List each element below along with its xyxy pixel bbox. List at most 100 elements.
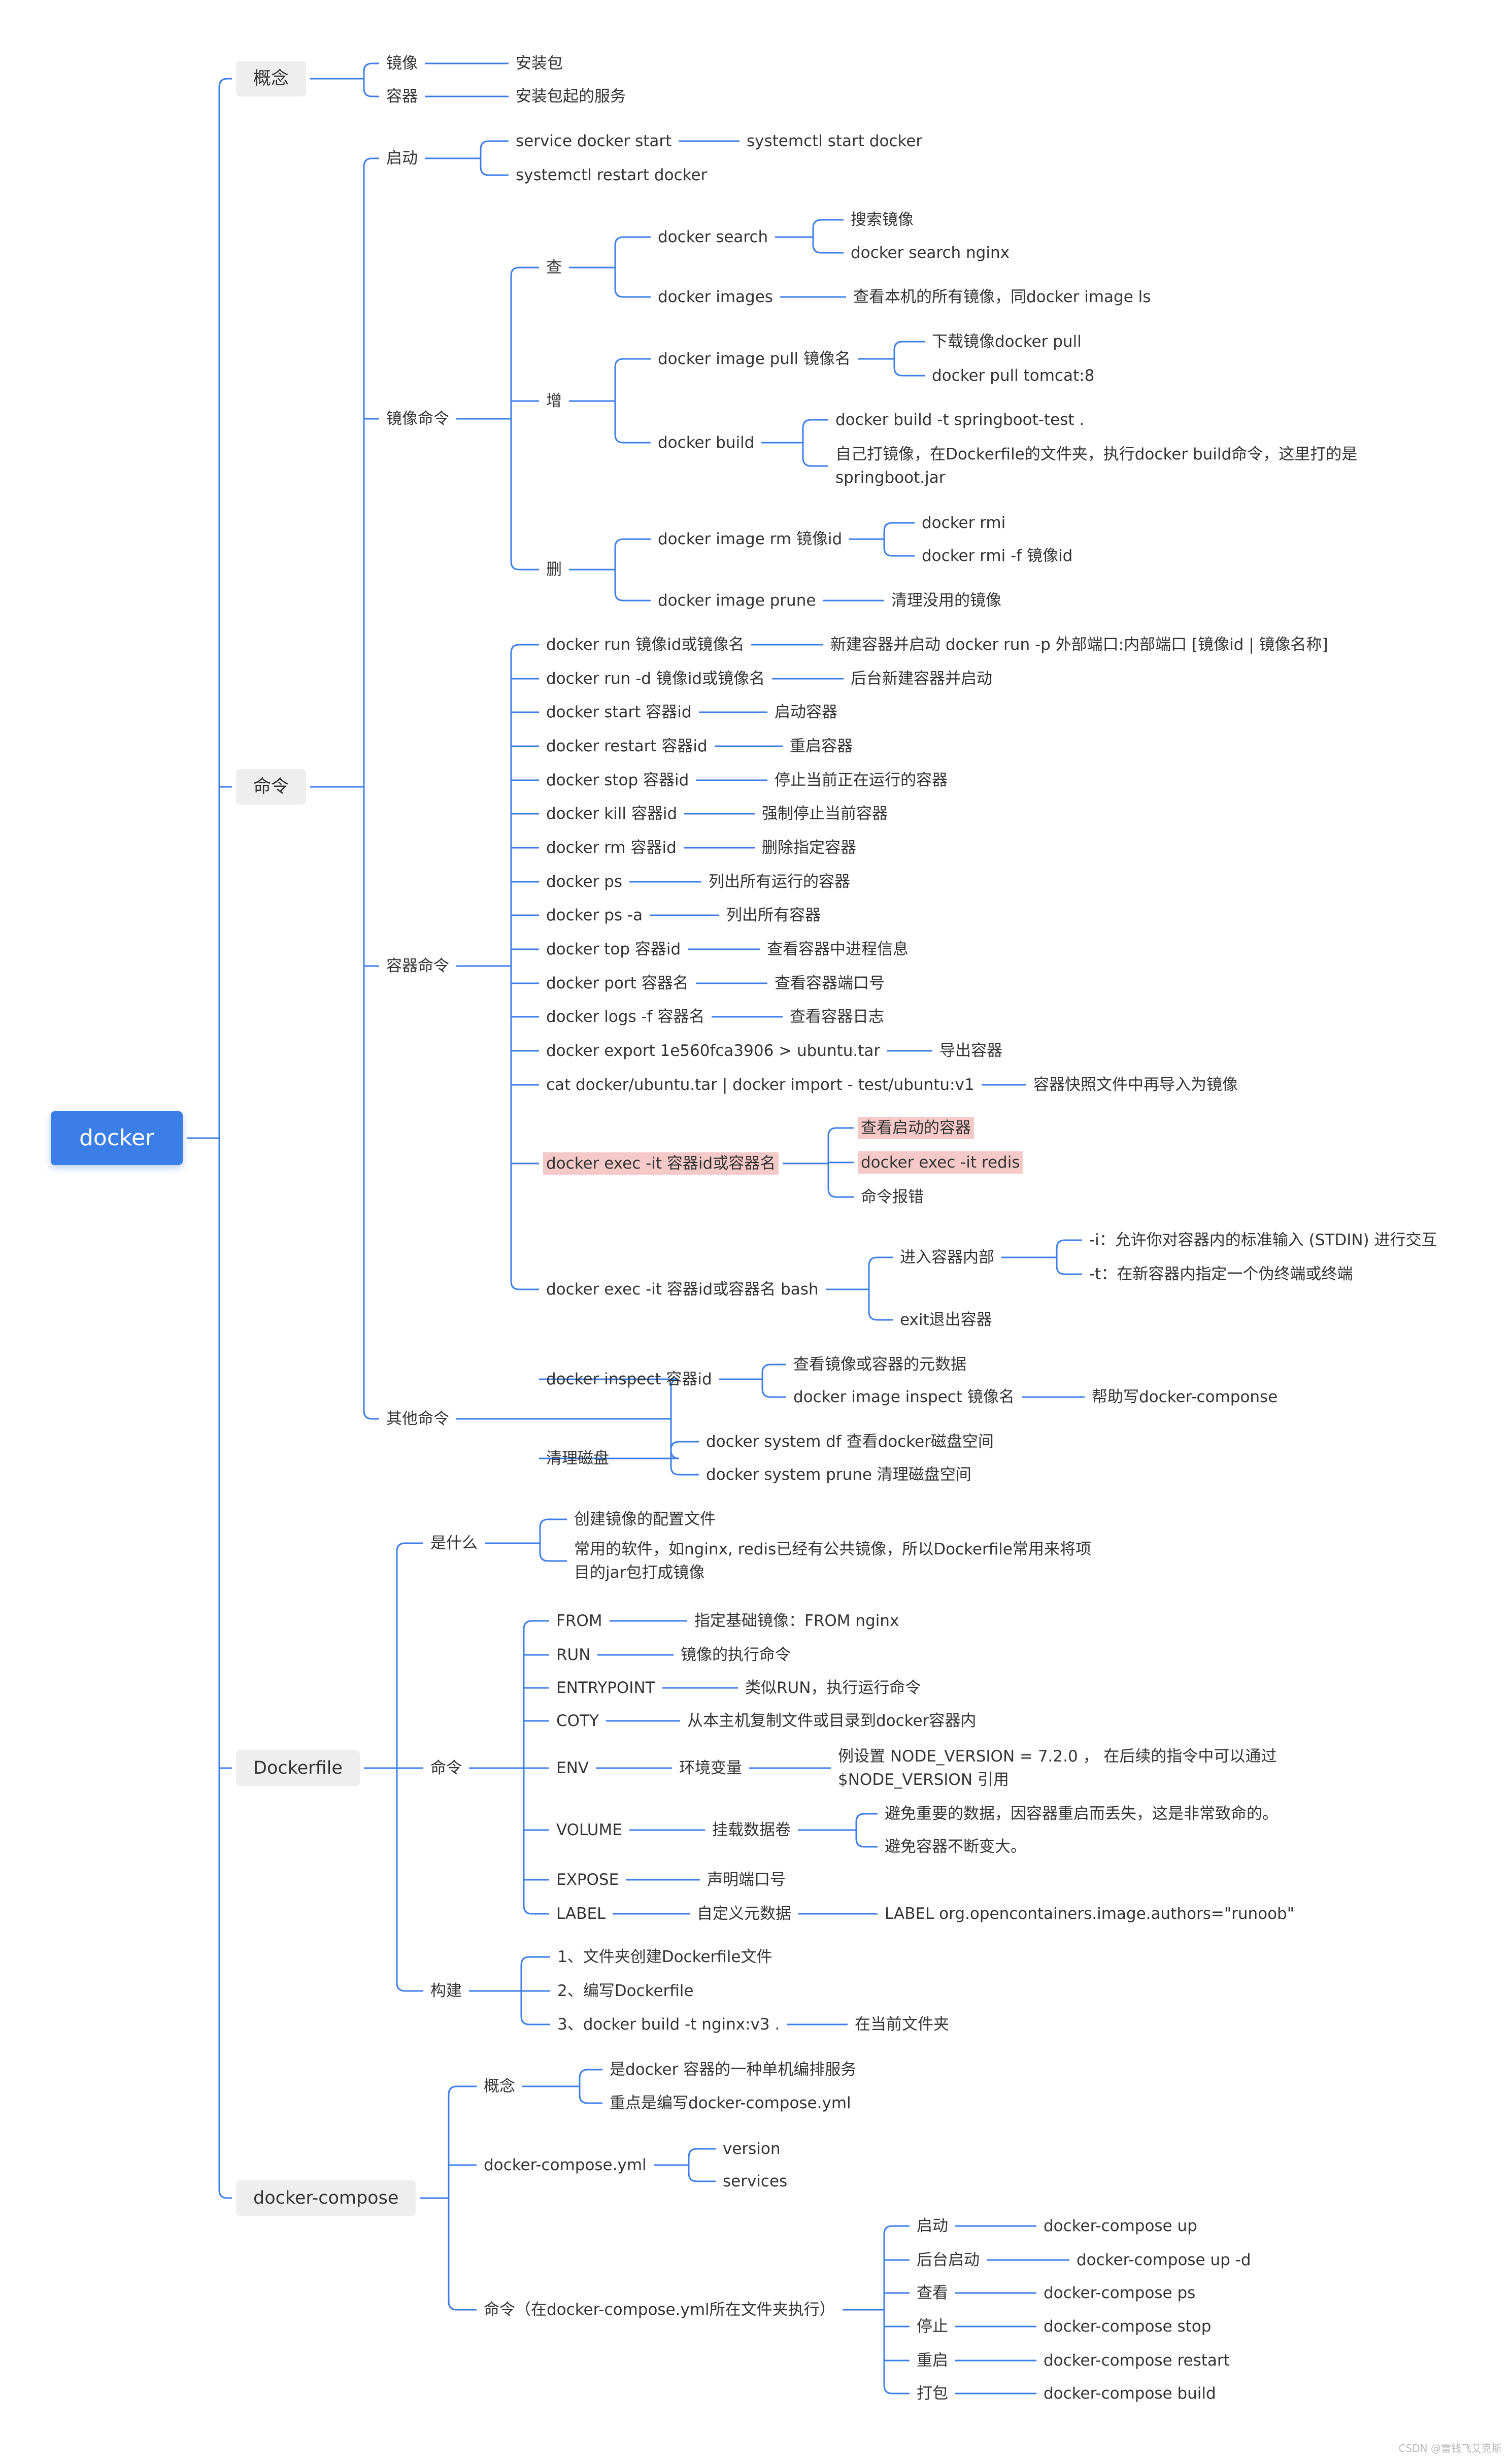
mind-map-node[interactable]: systemctl restart docker [516, 166, 708, 184]
mind-map-node[interactable]: 类似RUN，执行运行命令 [745, 1679, 921, 1697]
mind-map-node[interactable]: -t：在新容器内指定一个伪终端或终端 [1089, 1265, 1353, 1283]
mind-map-node[interactable]: docker stop 容器id [546, 771, 689, 789]
mind-map-node[interactable]: 下载镜像docker pull [932, 333, 1082, 351]
mind-map-node[interactable]: 增 [546, 392, 562, 410]
mind-map-node[interactable]: 重启容器 [790, 737, 853, 755]
mind-map-node[interactable]: 概念 [484, 2077, 515, 2096]
mind-map-node[interactable]: 3、docker build -t nginx:v3 . [557, 2015, 780, 2034]
mind-map-node[interactable]: docker exec -it redis [858, 1151, 1023, 1174]
mind-map-node[interactable]: 清理磁盘 [546, 1449, 609, 1468]
mind-map-node[interactable]: 后台新建容器并启动 [851, 670, 992, 688]
mind-map-node[interactable]: docker top 容器id [546, 940, 681, 958]
mind-map-node[interactable]: 强制停止当前容器 [762, 805, 888, 823]
topic-node[interactable]: 命令 [236, 769, 307, 805]
mind-map-node[interactable]: 挂载数据卷 [712, 1821, 791, 1839]
mind-map-node[interactable]: 导出容器 [939, 1042, 1002, 1060]
mind-map-node[interactable]: 后台启动 [917, 2251, 980, 2269]
mind-map-node[interactable]: 停止 [917, 2317, 948, 2336]
mind-map-node[interactable]: docker start 容器id [546, 703, 692, 721]
mind-map-node[interactable]: RUN [556, 1646, 591, 1664]
mind-map-node[interactable]: docker exec -it 容器id或容器名 [543, 1152, 779, 1175]
mind-map-node[interactable]: docker-compose build [1044, 2384, 1216, 2403]
mind-map-node[interactable]: 命令（在docker-compose.yml所在文件夹执行） [484, 2301, 835, 2319]
mind-map-node[interactable]: 声明端口号 [707, 1871, 786, 1889]
mind-map-node[interactable]: 容器命令 [386, 957, 449, 975]
mind-map-node[interactable]: 镜像命令 [386, 410, 449, 428]
mind-map-node[interactable]: 清理没用的镜像 [891, 591, 1001, 610]
mind-map-node[interactable]: docker-compose stop [1044, 2317, 1212, 2336]
mind-map-node[interactable]: docker-compose restart [1044, 2351, 1230, 2370]
mind-map-node[interactable]: 常用的软件，如nginx, redis已经有公共镜像，所以Dockerfile常… [574, 1540, 1091, 1582]
mind-map-node[interactable]: 是docker 容器的一种单机编排服务 [610, 2061, 857, 2079]
mind-map-node[interactable]: 是什么 [430, 1534, 478, 1552]
mind-map-node[interactable]: docker restart 容器id [546, 737, 708, 755]
mind-map-node[interactable]: ENTRYPOINT [556, 1679, 655, 1697]
mind-map-node[interactable]: 查看本机的所有镜像，同docker image ls [853, 288, 1151, 306]
mind-map-node[interactable]: docker-compose up -d [1077, 2251, 1251, 2269]
mind-map-node[interactable]: docker images [658, 288, 773, 306]
mind-map-node[interactable]: docker build [658, 434, 755, 452]
mind-map-node[interactable]: docker image prune [658, 591, 816, 610]
mind-map-node[interactable]: docker image pull 镜像名 [658, 350, 851, 368]
mind-map-node[interactable]: COTY [556, 1712, 599, 1730]
mind-map-node[interactable]: 1、文件夹创建Dockerfile文件 [557, 1948, 772, 1966]
mind-map-node[interactable]: docker ps -a [546, 906, 643, 924]
mind-map-node[interactable]: 打包 [917, 2384, 948, 2403]
mind-map-node[interactable]: 查看容器日志 [790, 1008, 884, 1026]
mind-map-node[interactable]: 环境变量 [679, 1759, 742, 1777]
mind-map-node[interactable]: 列出所有运行的容器 [709, 873, 850, 891]
mind-map-node[interactable]: 自定义元数据 [697, 1905, 791, 1923]
mind-map-node[interactable]: docker rmi [922, 514, 1006, 532]
mind-map-node[interactable]: 安装包 [516, 54, 563, 73]
mind-map-node[interactable]: 命令报错 [861, 1188, 924, 1206]
mind-map-node[interactable]: docker-compose ps [1044, 2284, 1196, 2302]
mind-map-node[interactable]: 停止当前正在运行的容器 [775, 771, 948, 789]
mind-map-node[interactable]: docker pull tomcat:8 [932, 367, 1095, 385]
mind-map-node[interactable]: docker system prune 清理磁盘空间 [706, 1466, 971, 1484]
mind-map-node[interactable]: 镜像的执行命令 [681, 1646, 791, 1664]
mind-map-node[interactable]: docker image rm 镜像id [658, 530, 843, 548]
mind-map-node[interactable]: docker exec -it 容器id或容器名 bash [546, 1280, 819, 1299]
mind-map-node[interactable]: systemctl start docker [747, 132, 923, 150]
mind-map-node[interactable]: 查 [546, 258, 562, 277]
topic-node[interactable]: docker-compose [236, 2180, 416, 2216]
mind-map-node[interactable]: 容器快照文件中再导入为镜像 [1033, 1076, 1238, 1094]
mind-map-node[interactable]: docker run 镜像id或镜像名 [546, 636, 745, 654]
mind-map-node[interactable]: 从本主机复制文件或目录到docker容器内 [687, 1712, 977, 1730]
mind-map-node[interactable]: 查看容器端口号 [775, 974, 885, 992]
mind-map-node[interactable]: docker kill 容器id [546, 805, 678, 823]
mind-map-node[interactable]: 2、编写Dockerfile [557, 1982, 694, 2000]
mind-map-node[interactable]: 启动 [917, 2217, 948, 2235]
mind-map-node[interactable]: docker logs -f 容器名 [546, 1008, 705, 1026]
mind-map-node[interactable]: LABEL [556, 1905, 606, 1923]
mind-map-node[interactable]: service docker start [516, 132, 672, 150]
mind-map-node[interactable]: docker run -d 镜像id或镜像名 [546, 670, 765, 688]
topic-node[interactable]: 概念 [236, 61, 307, 96]
mind-map-node[interactable]: 在当前文件夹 [855, 2015, 949, 2034]
mind-map-node[interactable]: docker build -t springboot-test . [835, 411, 1085, 429]
mind-map-node[interactable]: docker-compose.yml [484, 2156, 647, 2174]
mind-map-node[interactable]: 安装包起的服务 [516, 87, 626, 106]
mind-map-node[interactable]: docker ps [546, 873, 623, 891]
mind-map-node[interactable]: 查看启动的容器 [858, 1117, 974, 1139]
mind-map-node[interactable]: 查看容器中进程信息 [767, 940, 909, 958]
mind-map-node[interactable]: ENV [556, 1759, 589, 1777]
mind-map-node[interactable]: docker system df 查看docker磁盘空间 [706, 1433, 994, 1451]
mind-map-node[interactable]: LABEL org.opencontainers.image.authors="… [885, 1905, 1294, 1923]
mind-map-node[interactable]: VOLUME [556, 1821, 622, 1839]
mind-map-node[interactable]: EXPOSE [556, 1871, 619, 1889]
mind-map-node[interactable]: FROM [556, 1612, 602, 1630]
mind-map-node[interactable]: 进入容器内部 [900, 1248, 994, 1267]
mind-map-node[interactable]: 指定基础镜像：FROM nginx [694, 1612, 899, 1630]
mind-map-node[interactable]: docker inspect 容器id [546, 1370, 712, 1388]
mind-map-node[interactable]: 构建 [430, 1982, 462, 2000]
mind-map-node[interactable]: 删 [546, 560, 562, 579]
mind-map-node[interactable]: docker search [658, 228, 768, 246]
mind-map-node[interactable]: docker rmi -f 镜像id [922, 547, 1073, 565]
mind-map-node[interactable]: docker rm 容器id [546, 839, 677, 857]
mind-map-node[interactable]: 查看镜像或容器的元数据 [793, 1355, 966, 1374]
mind-map-node[interactable]: docker export 1e560fca3906 > ubuntu.tar [546, 1042, 881, 1060]
mind-map-node[interactable]: 创建镜像的配置文件 [574, 1510, 716, 1528]
mind-map-node[interactable]: 重启 [917, 2351, 948, 2370]
mind-map-node[interactable]: 搜索镜像 [851, 211, 914, 229]
